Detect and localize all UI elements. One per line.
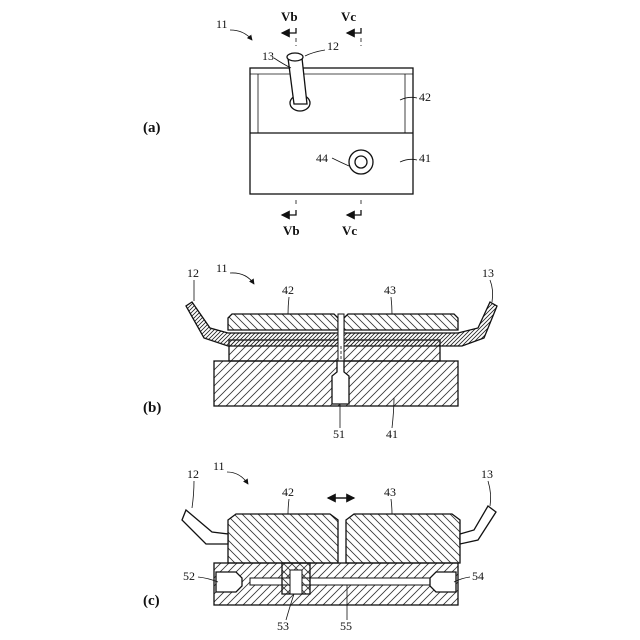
ref-11-a: 11 (216, 17, 228, 31)
block-42-c (228, 514, 338, 563)
ref-52-c: 52 (183, 569, 195, 583)
port-44-inner (355, 156, 367, 168)
ref-43-c: 43 (384, 485, 396, 499)
nozzle-54 (430, 572, 456, 592)
ref-55-c: 55 (340, 619, 352, 633)
leader-41-a (400, 159, 417, 162)
leader-13-c (488, 481, 491, 506)
ref-12-a: 12 (327, 39, 339, 53)
leader-44-a (332, 158, 349, 166)
leader-11-c (227, 472, 248, 484)
svg-text:Vc: Vc (342, 223, 357, 238)
section-mark-vc-top: Vc (341, 9, 361, 46)
block-43-c (346, 514, 460, 563)
ref-13-a: 13 (262, 49, 274, 63)
leader-11-b (230, 273, 254, 284)
tube-13 (288, 58, 307, 104)
ref-51-b: 51 (333, 427, 345, 441)
block-43-b (344, 314, 458, 330)
svg-text:Vb: Vb (281, 9, 298, 24)
ref-53-c: 53 (277, 619, 289, 633)
leader-43-b (391, 297, 392, 314)
leader-42-b (288, 297, 289, 314)
block-42-b (228, 314, 338, 330)
tube-13-c (460, 506, 496, 544)
block-body (250, 68, 413, 194)
panel-c: (c) 11 12 13 42 43 52 54 53 (143, 459, 496, 633)
ref-44-a: 44 (316, 151, 328, 165)
leader-12-a (305, 50, 325, 56)
panel-c-label: (c) (143, 593, 160, 609)
ref-43-b: 43 (384, 283, 396, 297)
ref-12-c: 12 (187, 467, 199, 481)
panel-a-label: (a) (143, 120, 161, 136)
panel-b: (b) 11 12 13 42 43 51 41 (143, 261, 497, 441)
insert-53-bore (290, 570, 302, 594)
svg-text:Vc: Vc (341, 9, 356, 24)
ref-41-a: 41 (419, 151, 431, 165)
ref-13-c: 13 (481, 467, 493, 481)
section-mark-vb-bottom: Vb (282, 200, 300, 238)
ref-12-b: 12 (187, 266, 199, 280)
section-mark-vb-top: Vb (281, 9, 298, 46)
panel-b-label: (b) (143, 400, 161, 416)
leader-42-a (400, 97, 417, 100)
ref-54-c: 54 (472, 569, 484, 583)
ref-41-b: 41 (386, 427, 398, 441)
section-mark-vc-bottom: Vc (342, 200, 361, 238)
ref-13-b: 13 (482, 266, 494, 280)
leader-13-b (490, 280, 493, 302)
leader-11-a (230, 30, 252, 40)
svg-text:Vb: Vb (283, 223, 300, 238)
ref-42-c: 42 (282, 485, 294, 499)
tube-end (287, 53, 303, 61)
port-44-outer (349, 150, 373, 174)
ref-42-a: 42 (419, 90, 431, 104)
leader-42-c (288, 499, 289, 514)
tube-12-c (182, 510, 228, 544)
nozzle-52 (216, 572, 242, 592)
ref-11-c: 11 (213, 459, 225, 473)
channel-55 (250, 578, 430, 585)
panel-a: (a) 11 13 12 42 41 44 Vb Vc (143, 9, 431, 238)
leader-43-c (391, 499, 392, 514)
ref-11-b: 11 (216, 261, 228, 275)
ref-42-b: 42 (282, 283, 294, 297)
leader-12-c (192, 481, 194, 508)
